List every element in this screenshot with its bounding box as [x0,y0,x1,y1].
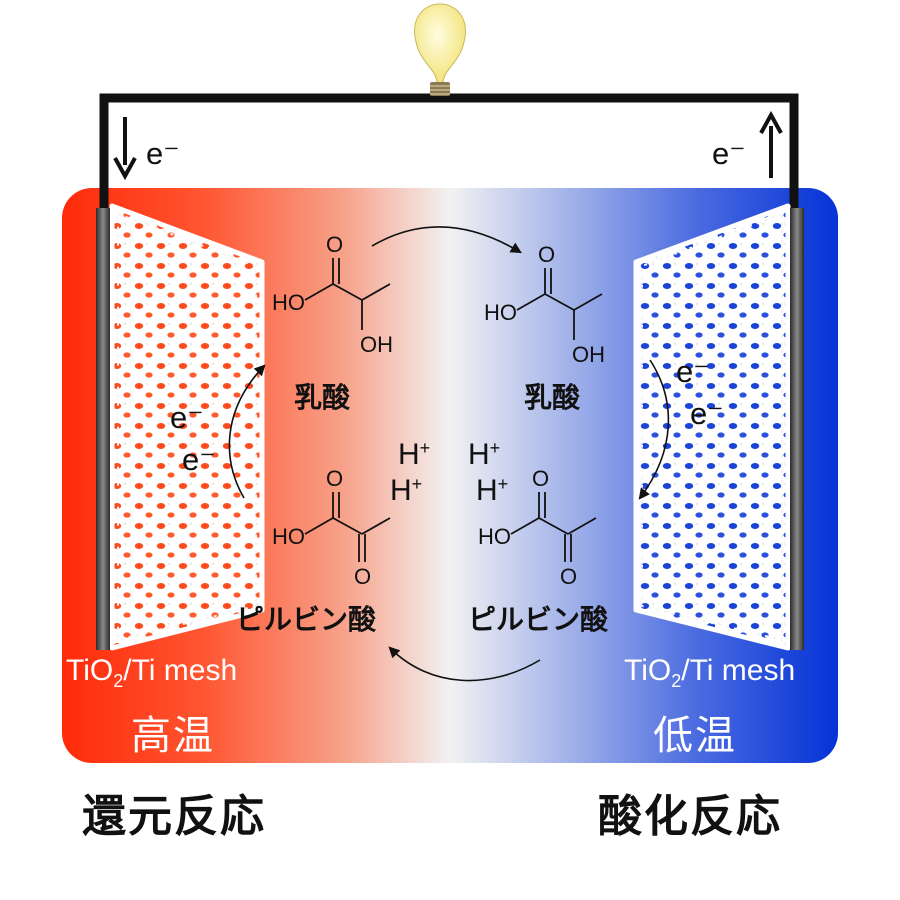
arrow-down-icon [113,117,137,181]
proton-label-right-2: H+ [476,474,509,507]
lactic-acid-structure-left: HO O OH [272,232,393,357]
lactic-acid-structure-right: HO O OH [484,242,605,367]
pyruvic-acid-name-right: ピルビン酸 [468,603,609,636]
lactic-acid-name-right: 乳酸 [524,381,581,414]
oxidation-reaction-label: 酸化反応 [598,791,782,842]
svg-text:HO: HO [272,524,305,549]
proton-label-right-1: H+ [468,438,501,471]
proton-label-left-1: H+ [398,438,431,471]
lightbulb-icon [414,3,466,96]
high-temperature-label: 高温 [131,713,215,759]
top-cycle-arrow [371,226,522,254]
left-mesh-electron-label-1: e⁻ [170,400,204,435]
pyruvic-acid-name-left: ピルビン酸 [236,603,377,636]
right-tio2-mesh [633,203,791,651]
svg-text:OH: OH [572,342,605,367]
svg-text:HO: HO [478,524,511,549]
left-electrode-material-label: TiO2/Ti mesh [66,654,238,691]
svg-text:O: O [560,564,577,589]
low-temperature-label: 低温 [653,713,737,759]
right-wire-electron-label: e⁻ [712,136,746,171]
pyruvic-acid-structure-left: HO O O [272,466,391,589]
left-mesh-electron-arrow [228,364,266,499]
right-mesh-electron-label-2: e⁻ [690,396,724,431]
svg-text:HO: HO [272,290,305,315]
lactic-acid-name-left: 乳酸 [294,381,351,414]
left-tio2-mesh [109,203,265,651]
left-mesh-electron-label-2: e⁻ [182,442,216,477]
svg-text:O: O [326,232,343,257]
right-mesh-electron-arrow [638,359,670,500]
svg-text:O: O [538,242,555,267]
svg-text:O: O [354,564,371,589]
svg-text:O: O [532,466,549,491]
left-electrode-rod [96,208,110,650]
external-circuit-wire [99,93,799,212]
right-mesh-electron-label-1: e⁻ [676,354,710,389]
arrow-up-icon [759,110,783,178]
svg-text:OH: OH [360,332,393,357]
proton-label-left-2: H+ [390,474,423,507]
bottom-cycle-arrow [388,646,541,682]
svg-text:O: O [326,466,343,491]
reduction-reaction-label: 還元反応 [82,791,266,842]
right-electrode-material-label: TiO2/Ti mesh [624,654,796,691]
pyruvic-acid-structure-right: HO O O [478,466,597,589]
right-electrode-rod [790,208,804,650]
svg-text:HO: HO [484,300,517,325]
left-wire-electron-label: e⁻ [146,136,180,171]
